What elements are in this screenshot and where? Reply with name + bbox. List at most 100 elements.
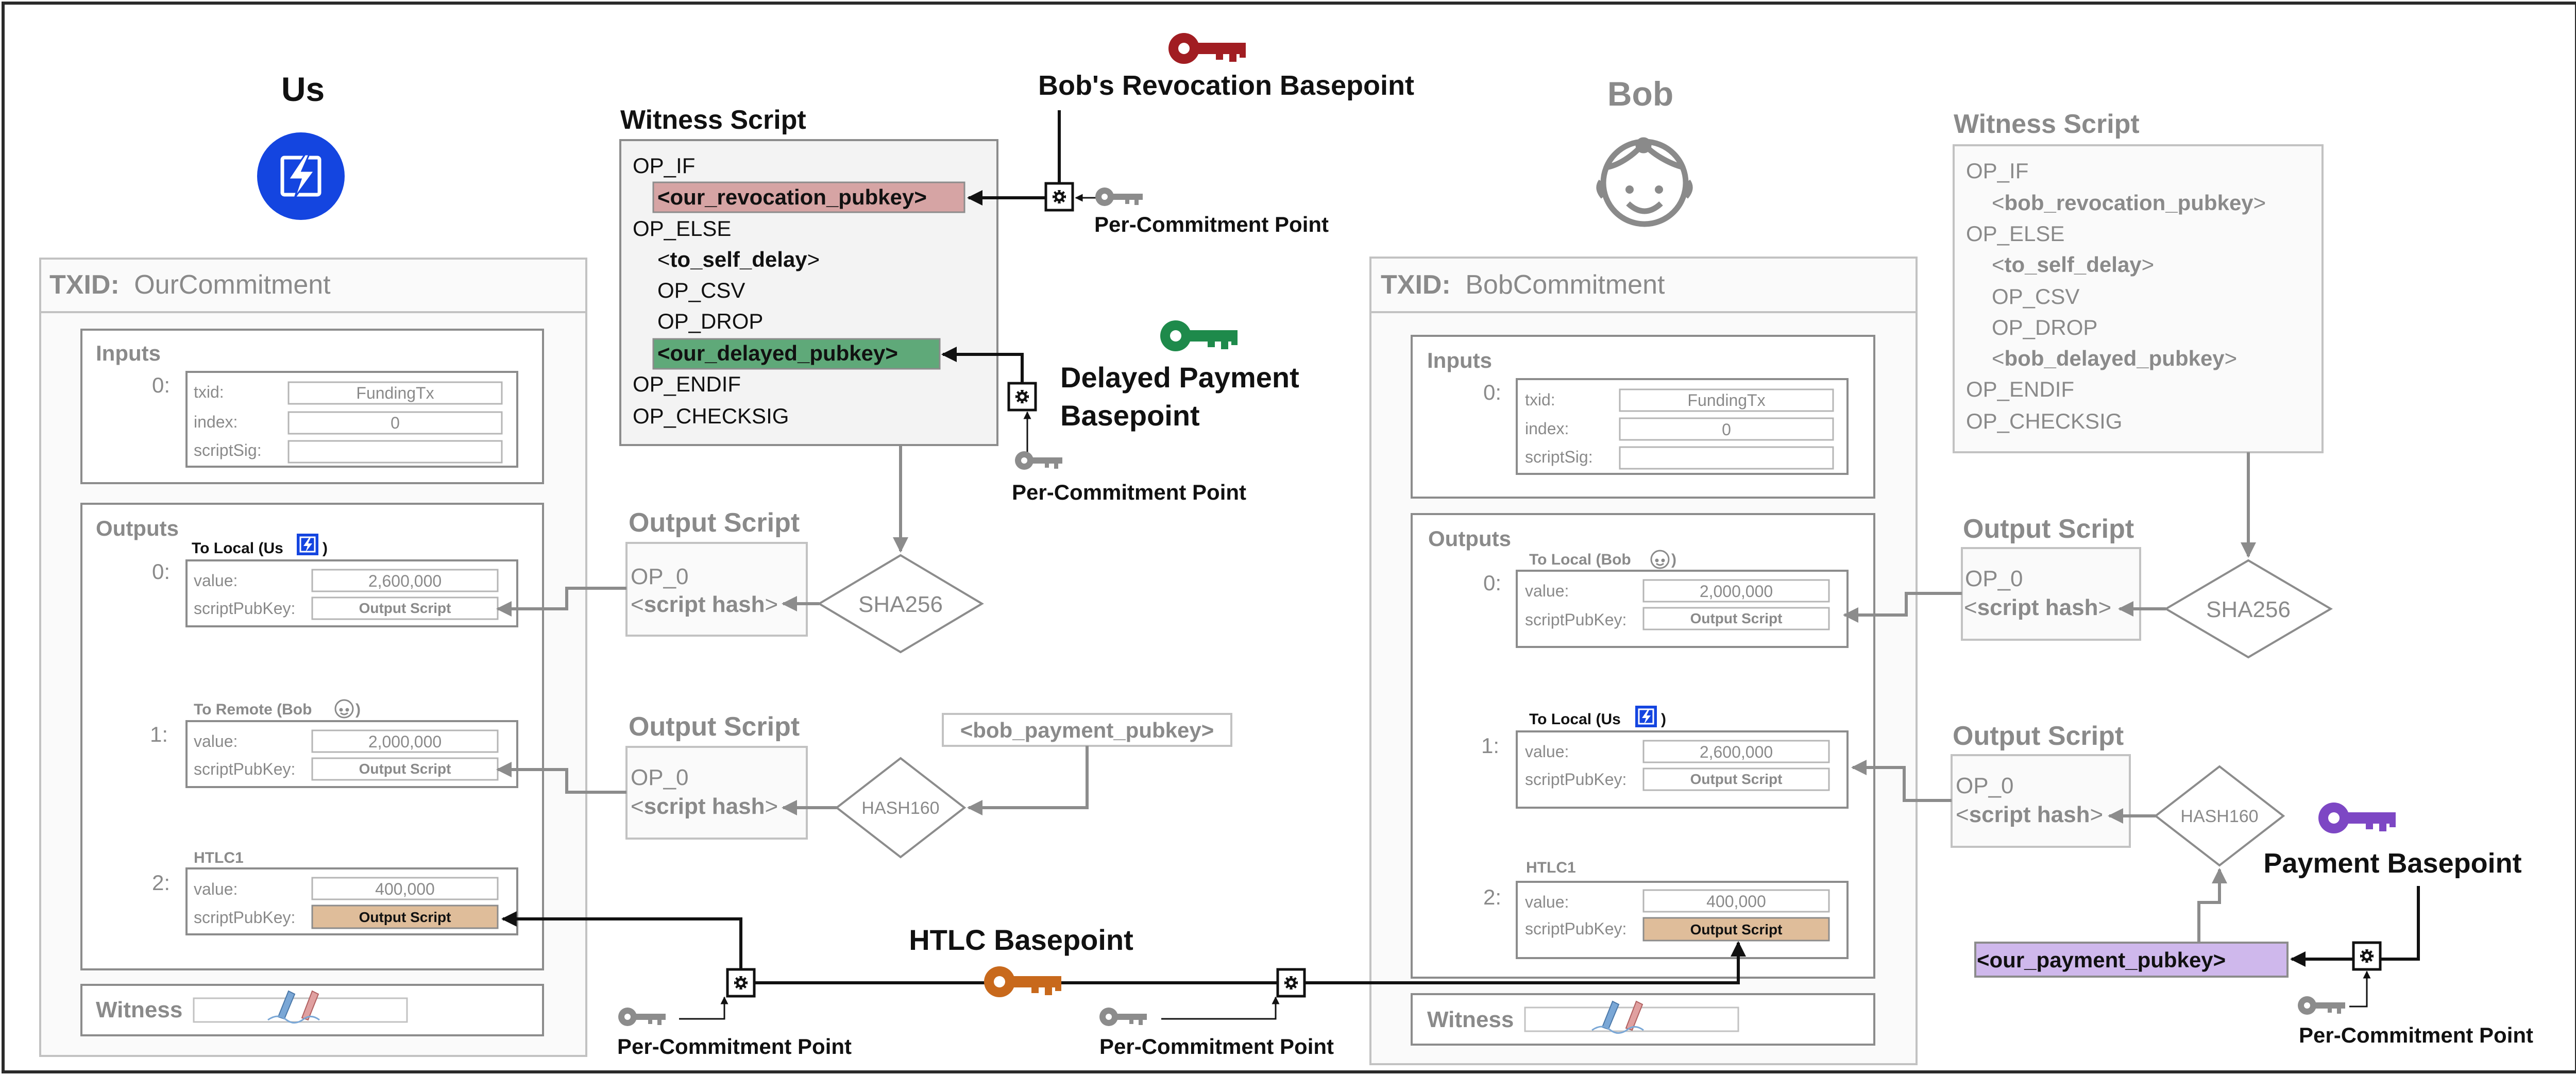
our-payment-pubkey-label: <our_payment_pubkey> (1977, 948, 2226, 972)
gear-icon (1276, 968, 1306, 998)
output-2-index: 2: (1483, 885, 1501, 909)
output-script-title: Output Script (1963, 514, 2134, 544)
output-script-title: Output Script (629, 712, 800, 742)
script-op-drop: OP_DROP (1992, 315, 2097, 339)
output-1-title: To Remote (Bob (194, 701, 312, 718)
output-0-index: 0: (152, 559, 170, 584)
output-value-label: value: (1525, 893, 1569, 911)
svg-text:TXID: OurCommitment: TXID: OurCommitment (49, 270, 331, 300)
output-0-value: 2,000,000 (1700, 582, 1773, 601)
input-index: 0: (1483, 380, 1501, 404)
per-commitment-label-5: Per-Commitment Point (2299, 1023, 2533, 1047)
delayed-basepoint-label-1: Delayed Payment (1060, 361, 1299, 394)
hash160-node-1: HASH160 (835, 757, 967, 859)
script-to-self-delay: <to_self_delay> (657, 247, 820, 271)
output-2-index: 2: (152, 871, 170, 895)
output-0-title: To Local (Bob (1529, 551, 1631, 568)
input-index-label: index: (194, 413, 238, 431)
hash160-node-2: HASH160 (2154, 765, 2285, 867)
output-1-script: Output Script (1690, 771, 1783, 787)
input-scriptsig-value (287, 440, 503, 464)
per-commitment-links (679, 194, 2371, 1020)
script-delayed-pubkey: <bob_delayed_pubkey> (1992, 346, 2237, 370)
output-spk-label: scriptPubKey: (1525, 919, 1626, 938)
bob-commitment-tx: TXID: BobCommitment Inputs 0: txid: Fund… (1369, 257, 1918, 1065)
key-icon (1099, 1008, 1147, 1026)
inputs-header: Inputs (96, 341, 161, 365)
key-icon (1168, 33, 1246, 64)
output-script-hash: <script hash> (1956, 802, 2103, 827)
output-1-index: 1: (1481, 733, 1499, 758)
input-index-label: index: (1525, 419, 1569, 438)
script-op-else: OP_ELSE (633, 216, 731, 241)
output-script-2: Output Script OP_0 <script hash> (625, 712, 808, 840)
witness-script-title: Witness Script (620, 105, 806, 135)
svg-text:TXID: BobCommitment: TXID: BobCommitment (1381, 270, 1665, 300)
sha256-node-1: SHA256 (817, 554, 984, 654)
output-script-hash: <script hash> (631, 794, 778, 819)
output-1-value: 2,000,000 (368, 732, 442, 751)
output-1-title: To Local (Us (1529, 711, 1621, 728)
output-1-title-suffix: ) (1661, 711, 1666, 728)
output-0-index: 0: (1483, 571, 1501, 595)
script-revocation-pubkey: <bob_revocation_pubkey> (1992, 191, 2266, 215)
output-script-op0: OP_0 (1956, 773, 2014, 798)
output-spk-label: scriptPubKey: (194, 760, 295, 778)
output-2-script: Output Script (1690, 922, 1783, 937)
script-op-endif: OP_ENDIF (1966, 377, 2074, 401)
output-spk-label: scriptPubKey: (1525, 610, 1626, 629)
output-spk-label: scriptPubKey: (1525, 770, 1626, 789)
output-1-script: Output Script (359, 761, 451, 777)
grey-connectors (496, 445, 2256, 943)
script-op-csv: OP_CSV (1992, 284, 2079, 309)
key-icon (984, 966, 1061, 997)
output-0-script: Output Script (1690, 610, 1783, 626)
output-2-value: 400,000 (375, 880, 435, 898)
bob-payment-pubkey-label: <bob_payment_pubkey> (960, 718, 1214, 742)
bob-witness-script: Witness Script OP_IF <bob_revocation_pub… (1953, 109, 2324, 453)
script-op-else: OP_ELSE (1966, 221, 2064, 246)
output-2-script: Output Script (359, 909, 451, 925)
per-commitment-label-2: Per-Commitment Point (1012, 480, 1246, 504)
lightning-logo-icon (297, 534, 318, 555)
script-revocation-pubkey: <our_revocation_pubkey> (657, 185, 927, 209)
output-script-3: Output Script OP_0 <script hash> (1961, 514, 2141, 641)
input-txid-label: txid: (1525, 390, 1555, 409)
output-0-title-suffix: ) (323, 540, 328, 557)
input-txid-label: txid: (194, 383, 224, 401)
input-scriptsig-label: scriptSig: (1525, 448, 1593, 466)
input-index: 0: (152, 373, 170, 397)
output-0-title: To Local (Us (192, 540, 283, 557)
witness-label: Witness (96, 997, 182, 1022)
input-index-value: 0 (391, 414, 400, 432)
output-0-title-suffix: ) (1671, 551, 1676, 568)
witness-script-title: Witness Script (1954, 109, 2140, 139)
input-scriptsig-value (1619, 446, 1834, 470)
black-connectors (501, 110, 2420, 984)
outputs-header: Outputs (96, 516, 179, 540)
inputs-header: Inputs (1427, 348, 1492, 372)
output-2-title: HTLC1 (1526, 859, 1576, 876)
key-icon (1095, 187, 1143, 206)
per-commitment-label-1: Per-Commitment Point (1094, 212, 1329, 236)
output-0-script: Output Script (359, 600, 451, 616)
sha256-label: SHA256 (2206, 597, 2291, 622)
delayed-basepoint-label-2: Basepoint (1060, 399, 1200, 432)
input-txid-value: FundingTx (1687, 391, 1765, 409)
gear-icon (1007, 382, 1037, 412)
input-index-value: 0 (1722, 420, 1731, 439)
output-script-hash: <script hash> (631, 592, 778, 617)
output-value-label: value: (194, 732, 238, 750)
gear-icon (1044, 182, 1074, 212)
payment-basepoint-label: Payment Basepoint (2263, 848, 2521, 879)
output-1-value: 2,600,000 (1700, 743, 1773, 761)
hash160-label: HASH160 (861, 798, 939, 818)
sha256-node-2: SHA256 (2164, 559, 2333, 659)
txid-value: OurCommitment (134, 270, 331, 300)
htlc-basepoint-label: HTLC Basepoint (909, 924, 1133, 956)
key-icon (618, 1008, 666, 1026)
our-payment-pubkey: <our_payment_pubkey> (1974, 942, 2289, 978)
output-value-label: value: (1525, 582, 1569, 600)
script-op-endif: OP_ENDIF (633, 372, 741, 396)
